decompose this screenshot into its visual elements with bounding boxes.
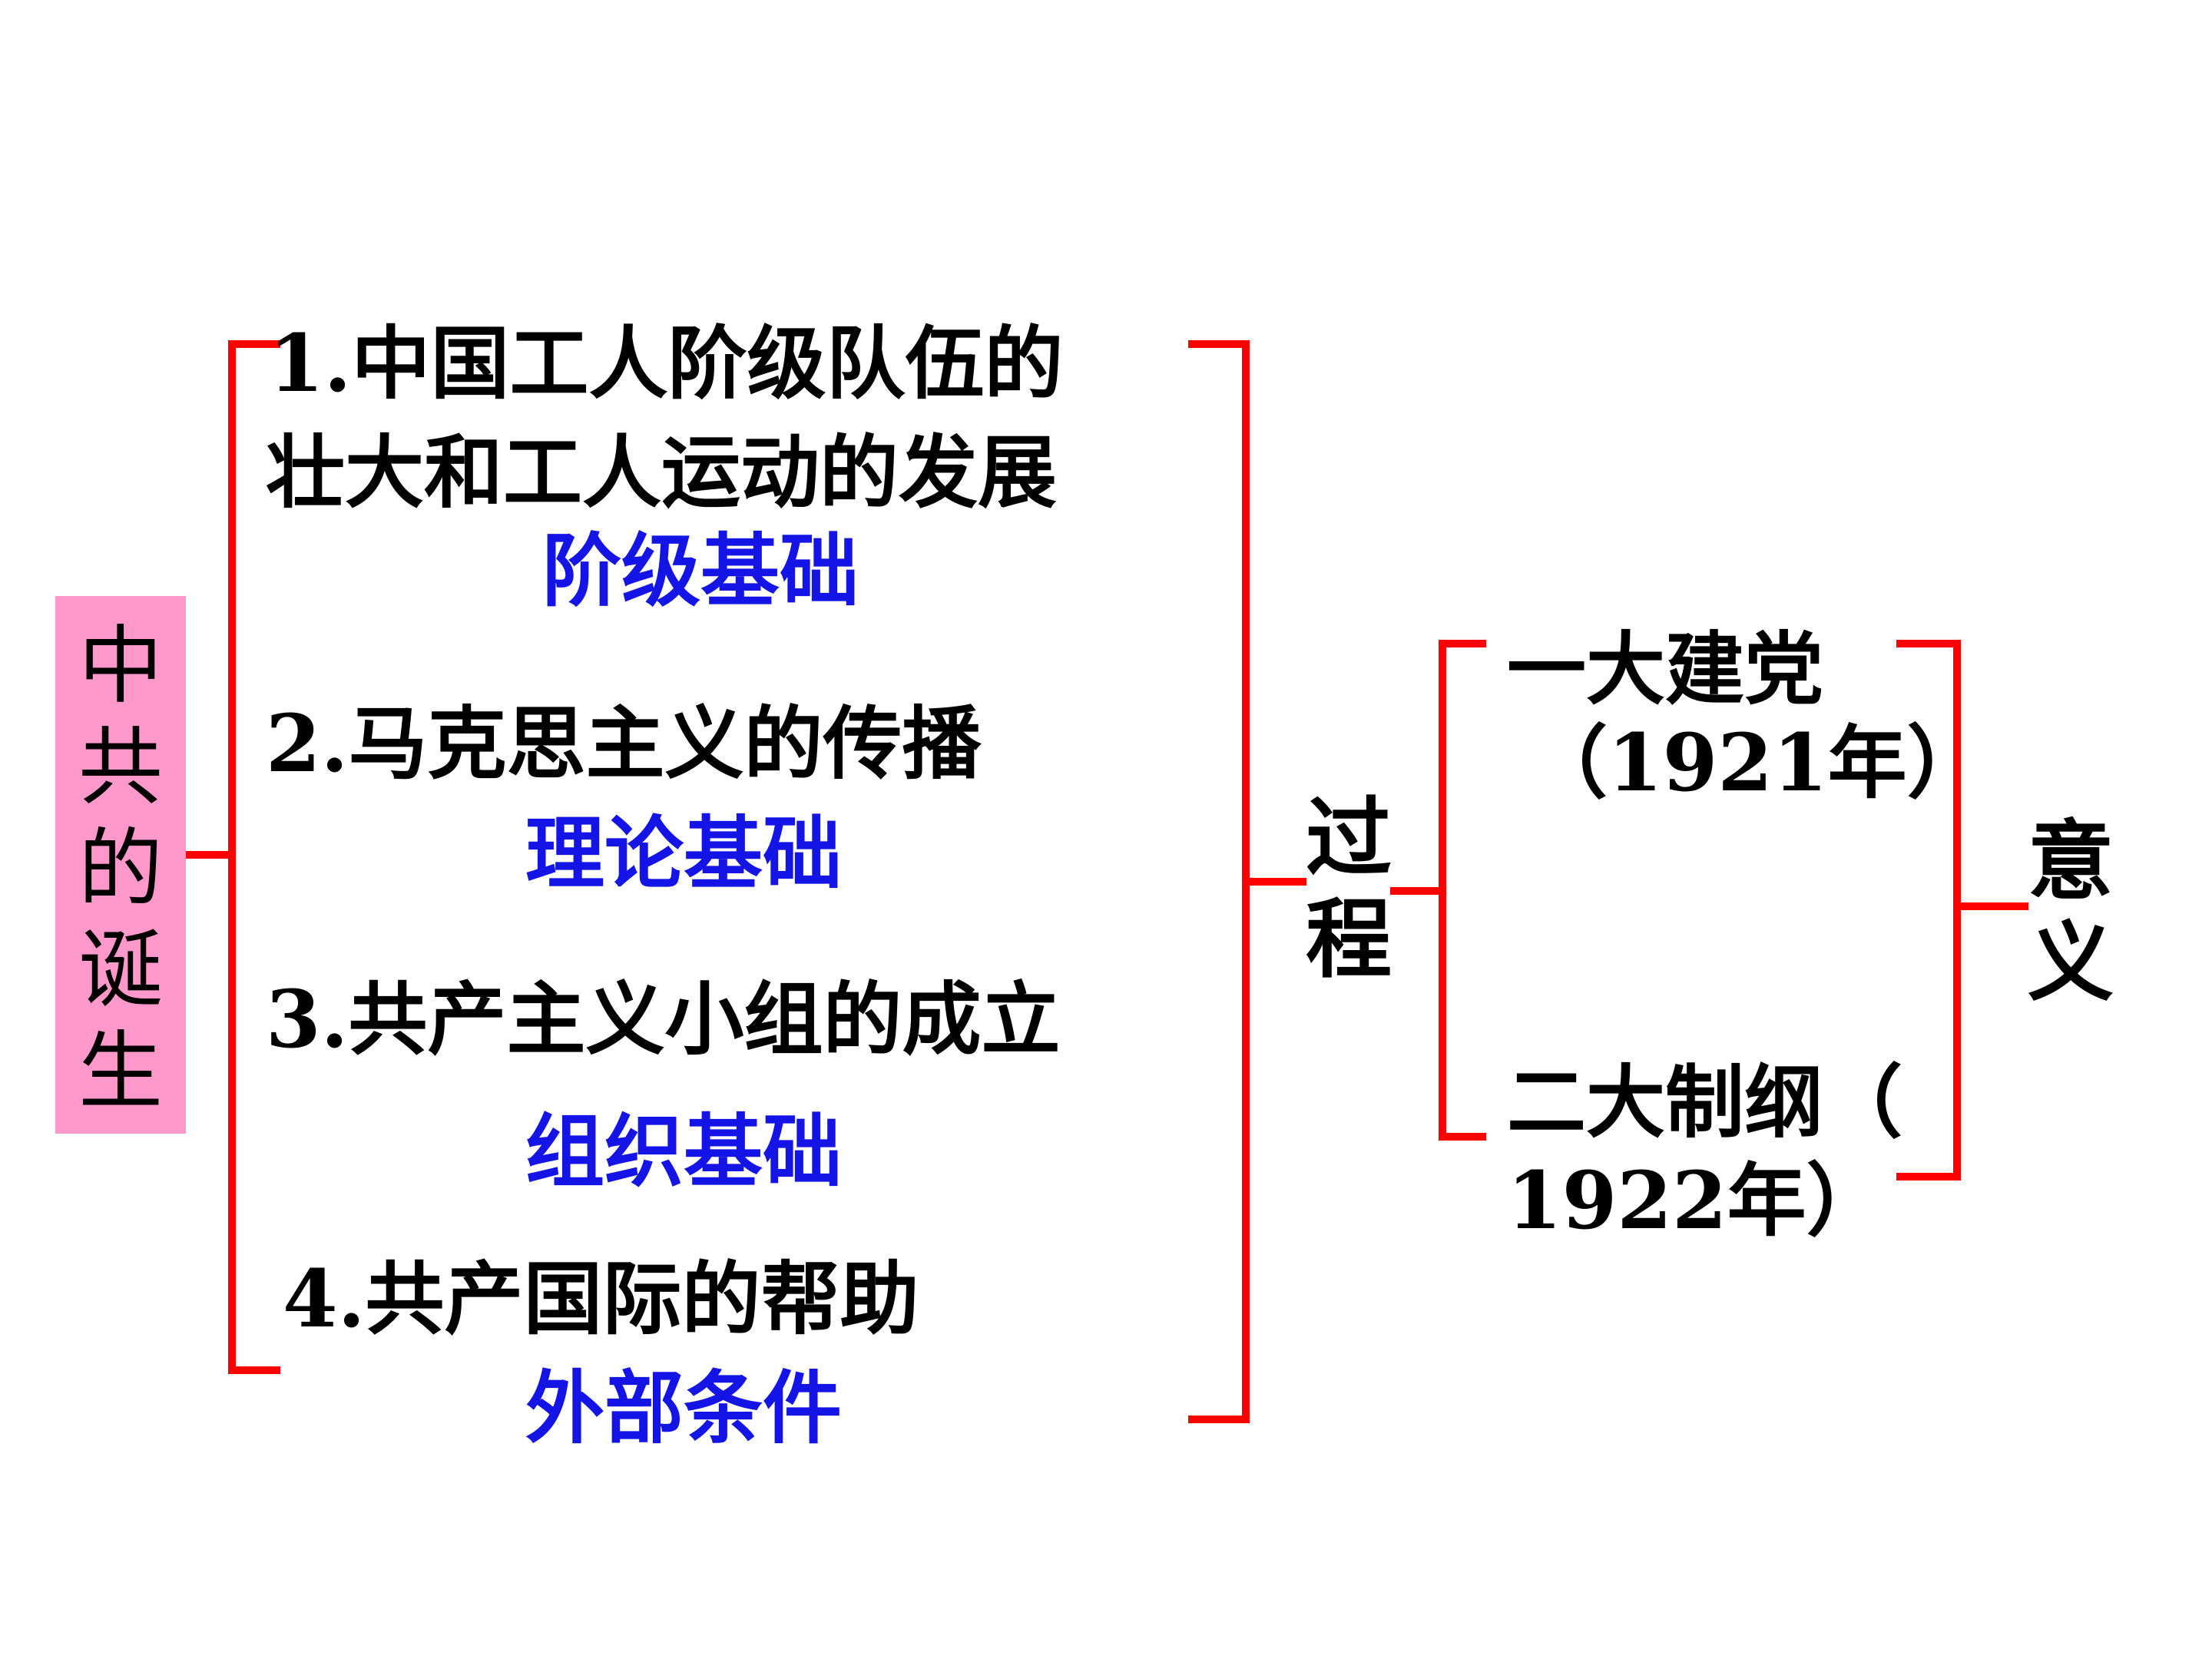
- item-1-line-1: 1.中国工人阶级队伍的: [269, 317, 1064, 410]
- significance-char-2: 义: [2028, 912, 2114, 1013]
- event-2-line-1: 二大制纲（: [1507, 1056, 1902, 1149]
- item-3-line-1: 3.共产主义小组的成立: [266, 973, 1061, 1066]
- process-char-1: 过: [1306, 788, 1392, 889]
- title-char-1: 中: [78, 617, 163, 715]
- item-2-basis: 理论基础: [525, 807, 842, 900]
- item-2-line-1: 2.马克思主义的传播: [266, 697, 982, 790]
- item-4-basis: 外部条件: [525, 1362, 842, 1455]
- item-3-basis: 组织基础: [525, 1105, 842, 1198]
- process-char-2: 程: [1306, 889, 1392, 990]
- causes-right-bracket: [1188, 340, 1250, 1423]
- event-2-line-2: 1922年）: [1507, 1154, 1886, 1247]
- title-char-5: 生: [78, 1022, 163, 1121]
- events-left-bracket: [1439, 640, 1486, 1141]
- item-1-line-2: 壮大和工人运动的发展: [266, 426, 1057, 519]
- item-4-line-1: 4.共产国际的帮助: [283, 1253, 919, 1346]
- event-1-line-1: 一大建党: [1507, 623, 1823, 716]
- title-char-4: 诞: [78, 921, 163, 1019]
- item-1-basis: 阶级基础: [542, 525, 859, 618]
- title-char-3: 的: [78, 820, 163, 918]
- title-box: 中 共 的 诞 生: [55, 596, 186, 1134]
- title-char-2: 共: [78, 718, 163, 816]
- significance-char-1: 意: [2028, 811, 2114, 912]
- event-1-line-2: （1921年）: [1528, 717, 1986, 810]
